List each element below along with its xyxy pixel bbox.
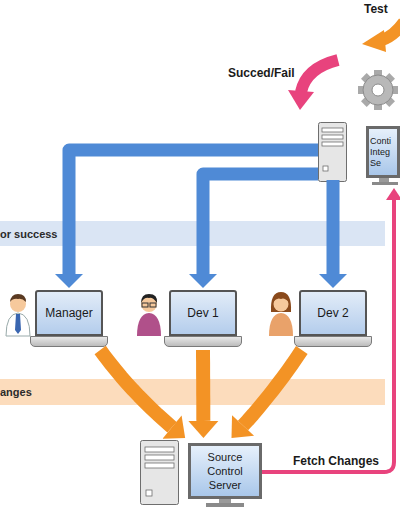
monitor-foot: [372, 182, 398, 185]
laptop-base: [164, 336, 242, 347]
laptop-screen: Dev 2: [299, 290, 367, 336]
monitor-stand: [379, 178, 389, 183]
laptop-base: [294, 336, 372, 347]
laptop: Dev 1: [164, 290, 242, 348]
laptop: Dev 2: [294, 290, 372, 348]
person-glasses: [150, 303, 156, 307]
tower-case: [319, 123, 347, 182]
connector-line: [100, 350, 172, 427]
drive-slot: [145, 455, 174, 460]
person-hair: [273, 294, 289, 302]
power-button: [323, 166, 328, 171]
commit-band: anges: [0, 379, 385, 405]
person-icon: [137, 294, 161, 336]
arrow-head: [362, 30, 386, 52]
person-icon: [6, 294, 30, 336]
person-icon: [269, 292, 293, 336]
monitor-screen: Conti Integ Se: [366, 126, 400, 178]
connector-line: [196, 350, 210, 421]
connector-line: [262, 200, 394, 472]
connector: [262, 188, 400, 472]
node-text: Source Control Server: [192, 450, 258, 492]
arrow-head: [386, 188, 400, 200]
gear-tooth: [361, 73, 395, 107]
connector-line: [203, 174, 318, 274]
ci-server: Conti Integ Se: [318, 122, 400, 182]
person-hair: [10, 294, 26, 302]
source-control-server: Source Control Server: [140, 440, 262, 506]
arrow-head: [188, 421, 218, 438]
drive-slot: [322, 128, 343, 132]
gear-hole: [372, 84, 384, 96]
annotation-label: Test: [364, 2, 388, 16]
connector: [319, 180, 347, 288]
monitor-stand: [219, 499, 231, 504]
node-text: Conti Integ Se: [370, 136, 396, 169]
arrow-head: [162, 416, 185, 439]
server-tower: [319, 123, 347, 182]
person-head: [10, 296, 26, 312]
connector-line: [327, 180, 340, 274]
connector: [189, 174, 318, 288]
person-tie: [15, 314, 21, 334]
person-body: [6, 313, 30, 336]
laptop-screen: Manager: [35, 290, 103, 336]
annotation-label: Succed/Fail: [228, 66, 295, 80]
arrow-head: [232, 415, 255, 438]
person-head: [274, 297, 289, 312]
arrow-head: [288, 90, 314, 110]
person-glasses: [142, 303, 148, 307]
drive-slot: [145, 447, 174, 452]
drive-slot: [145, 463, 174, 468]
connector-line: [243, 350, 302, 426]
loop-arrow: [382, 22, 400, 40]
gear-tooth: [361, 73, 395, 107]
gear-body: [363, 75, 393, 105]
person-hair: [141, 294, 157, 303]
connector: [100, 350, 185, 439]
node-text: anges: [0, 385, 32, 399]
connector: [188, 350, 218, 438]
gear-tooth: [374, 70, 382, 110]
person-body: [137, 313, 161, 336]
node-text: Dev 1: [187, 306, 218, 321]
node-text: Dev 2: [317, 306, 348, 321]
connector: [55, 150, 318, 288]
arrow-head: [55, 274, 83, 288]
person-head: [141, 296, 157, 312]
arrow-head: [319, 274, 347, 288]
gear-tooth: [358, 86, 398, 94]
laptop: Manager: [30, 290, 108, 348]
notify-band: or success: [0, 221, 385, 246]
node-text: or success: [0, 227, 57, 241]
power-button: [146, 490, 152, 496]
laptop-base: [30, 336, 108, 347]
person-body: [269, 313, 293, 336]
monitor-foot: [206, 503, 244, 507]
person-hair: [271, 292, 291, 312]
monitor-screen: Source Control Server: [188, 443, 262, 499]
edge-label: Fetch Changes: [293, 454, 379, 468]
laptop-screen: Dev 1: [169, 290, 237, 336]
arrow-head: [189, 274, 217, 288]
connector: [232, 350, 302, 438]
gear-symbol: [358, 70, 398, 110]
drive-slot: [322, 142, 343, 146]
node-text: Manager: [45, 306, 92, 321]
tower-case: [141, 441, 179, 505]
connector-line: [69, 150, 318, 274]
server-tower: [141, 441, 179, 505]
drive-slot: [322, 135, 343, 139]
result-arrow: [301, 60, 338, 92]
